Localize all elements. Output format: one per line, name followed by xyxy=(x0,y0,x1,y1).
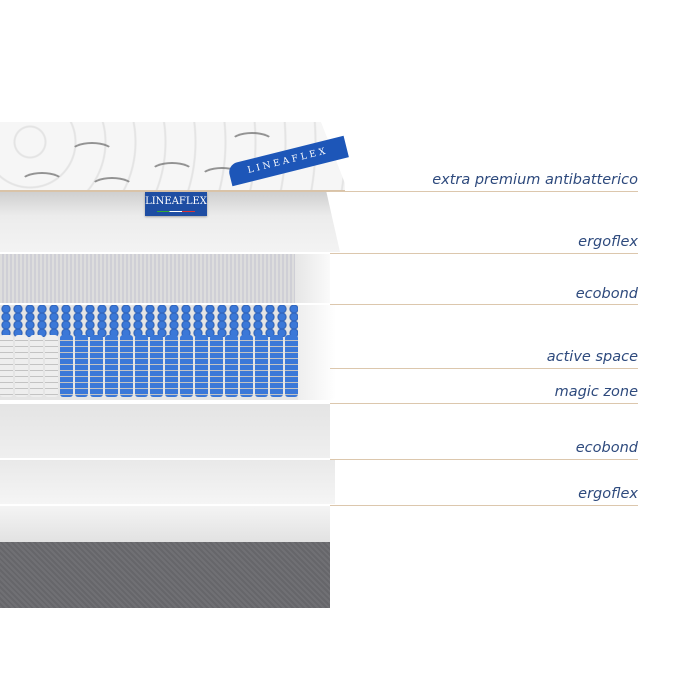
layer-label: extra premium antibatterico xyxy=(432,172,638,188)
pocket-spring xyxy=(165,335,178,397)
quilt-pattern xyxy=(200,167,244,187)
layer-rule xyxy=(330,403,638,404)
layer-rule xyxy=(330,191,638,192)
layer-rule xyxy=(330,304,638,305)
pocket-spring xyxy=(240,335,253,397)
layer-rule xyxy=(330,505,638,506)
pocket-spring xyxy=(150,335,163,397)
ecobond-layer-top xyxy=(0,254,325,303)
layer-label: ecobond xyxy=(575,440,638,456)
pocket-spring xyxy=(90,335,103,397)
pocket-spring xyxy=(135,335,148,397)
pocket-spring xyxy=(225,335,238,397)
brand-tag: LINEAFLEX xyxy=(145,192,207,216)
pocket-spring xyxy=(15,335,28,397)
layer-rule xyxy=(330,459,638,460)
quilt-pattern xyxy=(230,132,274,152)
pocket-spring xyxy=(285,335,298,397)
layer-label: ecobond xyxy=(575,286,638,302)
layer-label: ergoflex xyxy=(578,234,638,250)
pocket-spring xyxy=(60,335,73,397)
quilt-pattern xyxy=(20,172,64,192)
pocket-spring xyxy=(180,335,193,397)
ergoflex-layer-bottom xyxy=(0,460,335,504)
pocket-spring xyxy=(45,335,58,397)
pocket-spring xyxy=(105,335,118,397)
layer-rule xyxy=(330,253,638,254)
quilt-pattern xyxy=(70,142,114,162)
springs-side-panel xyxy=(298,305,336,400)
pocket-spring xyxy=(270,335,283,397)
pocket-spring xyxy=(0,335,13,397)
pocket-spring xyxy=(30,335,43,397)
pocket-spring xyxy=(120,335,133,397)
ecobond-layer-bottom xyxy=(0,404,330,458)
quilt-pattern xyxy=(150,162,194,182)
pocket-spring xyxy=(255,335,268,397)
spring-tops xyxy=(0,305,300,337)
layer-label: ergoflex xyxy=(578,486,638,502)
pocket-spring xyxy=(75,335,88,397)
pocket-springs-layer xyxy=(0,305,300,400)
base-fabric xyxy=(0,542,330,608)
base-foam xyxy=(0,506,330,542)
ecobond-edge xyxy=(295,254,330,303)
layer-label: active space xyxy=(546,349,638,365)
pocket-spring xyxy=(210,335,223,397)
quilt-pattern xyxy=(90,177,134,192)
pocket-spring xyxy=(195,335,208,397)
layer-label: magic zone xyxy=(554,384,638,400)
layer-rule xyxy=(330,368,638,369)
